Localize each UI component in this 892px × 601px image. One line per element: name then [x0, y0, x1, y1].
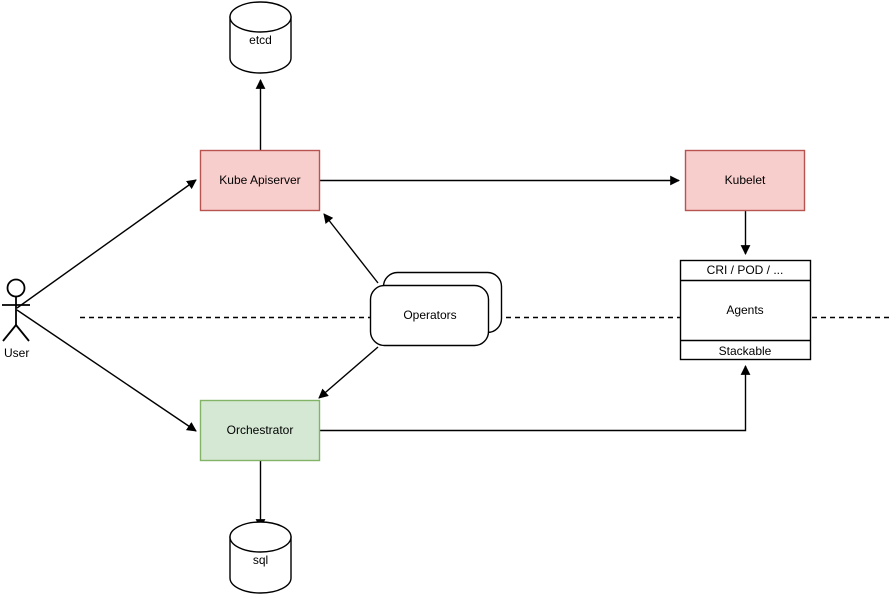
agents-header-label: CRI / POD / ... — [706, 263, 784, 277]
node-kubelet[interactable] — [684, 149, 806, 212]
operators-label: Operators — [403, 308, 457, 322]
agents-body-label: Agents — [726, 303, 764, 317]
user-head-icon — [6, 278, 26, 298]
node-sql[interactable] — [229, 521, 292, 594]
etcd-cylinder-top — [229, 1, 292, 33]
node-agents[interactable] — [679, 259, 812, 361]
node-kube-apiserver[interactable] — [199, 149, 321, 212]
etcd-label: etcd — [249, 33, 272, 47]
edge-orchestrator-to-agents — [320, 365, 751, 432]
etcd-cylinder-body — [229, 16, 292, 74]
orchestrator-label: Orchestrator — [226, 423, 294, 437]
edge-operators-to-apiserver — [323, 213, 379, 284]
edge-operators-to-orchestrator — [318, 346, 379, 399]
kube-apiserver-label: Kube Apiserver — [219, 173, 301, 187]
kubelet-label: Kubelet — [724, 173, 766, 187]
node-orchestrator[interactable] — [199, 399, 321, 462]
edges-group — [16, 79, 751, 529]
agents-footer-label: Stackable — [718, 344, 772, 358]
operators-front-card — [369, 284, 490, 347]
user-right-leg-line — [15, 324, 30, 342]
agents-outer-box — [679, 259, 812, 361]
node-operators[interactable] — [369, 271, 503, 347]
sql-cylinder-top — [229, 521, 292, 553]
node-etcd[interactable] — [229, 1, 292, 74]
user-left-leg-line — [2, 324, 17, 342]
edge-user-to-apiserver — [16, 179, 197, 309]
edge-user-to-orchestrator — [16, 309, 197, 432]
sql-cylinder-body — [229, 536, 292, 594]
user-label: User — [4, 346, 30, 360]
operators-back-card — [382, 271, 503, 334]
sql-label: sql — [252, 553, 269, 567]
node-user[interactable] — [2, 278, 30, 342]
